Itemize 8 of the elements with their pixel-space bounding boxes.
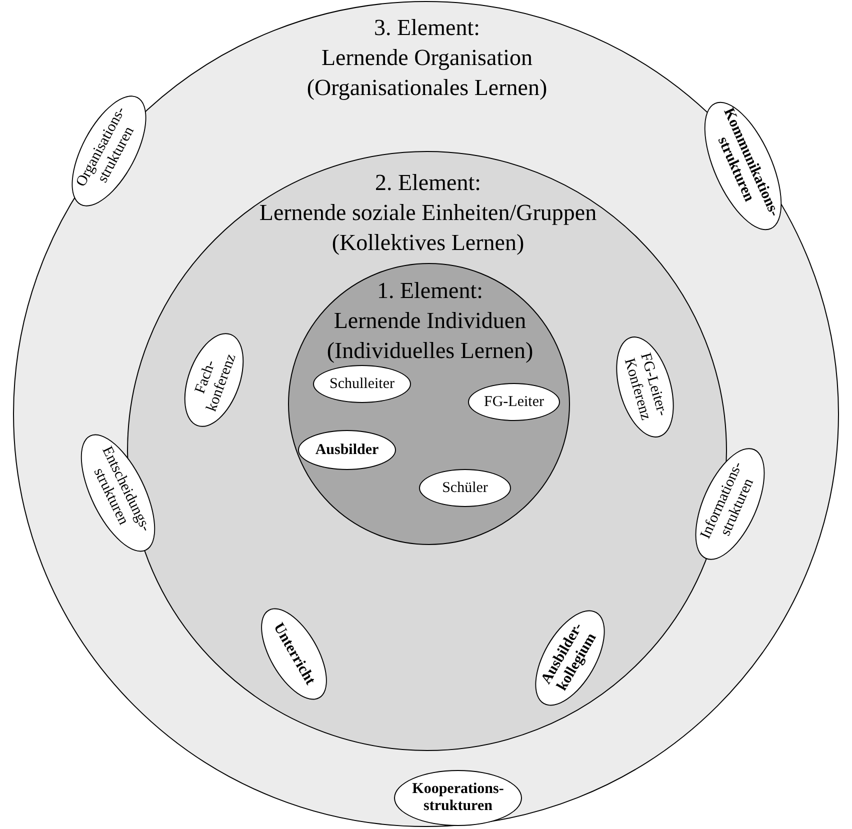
ellipse-label: Ausbilder [298,430,396,470]
ellipse-label: FG-Leiter [468,383,560,421]
circle-heading: 2. Element: Lernende soziale Einheiten/Gruppen (Kollektives Lernen) [258,169,598,257]
circle-heading: 3. Element: Lernende Organisation (Organisationales Lernen) [306,14,548,102]
circle-heading: 1. Element: Lernende Individuen (Individuelles Lernen) [326,277,534,365]
ellipse-label: Kooperations- strukturen [394,770,522,826]
ellipse-label: Schüler [419,469,511,507]
ellipse-label: Schulleiter [313,365,411,403]
